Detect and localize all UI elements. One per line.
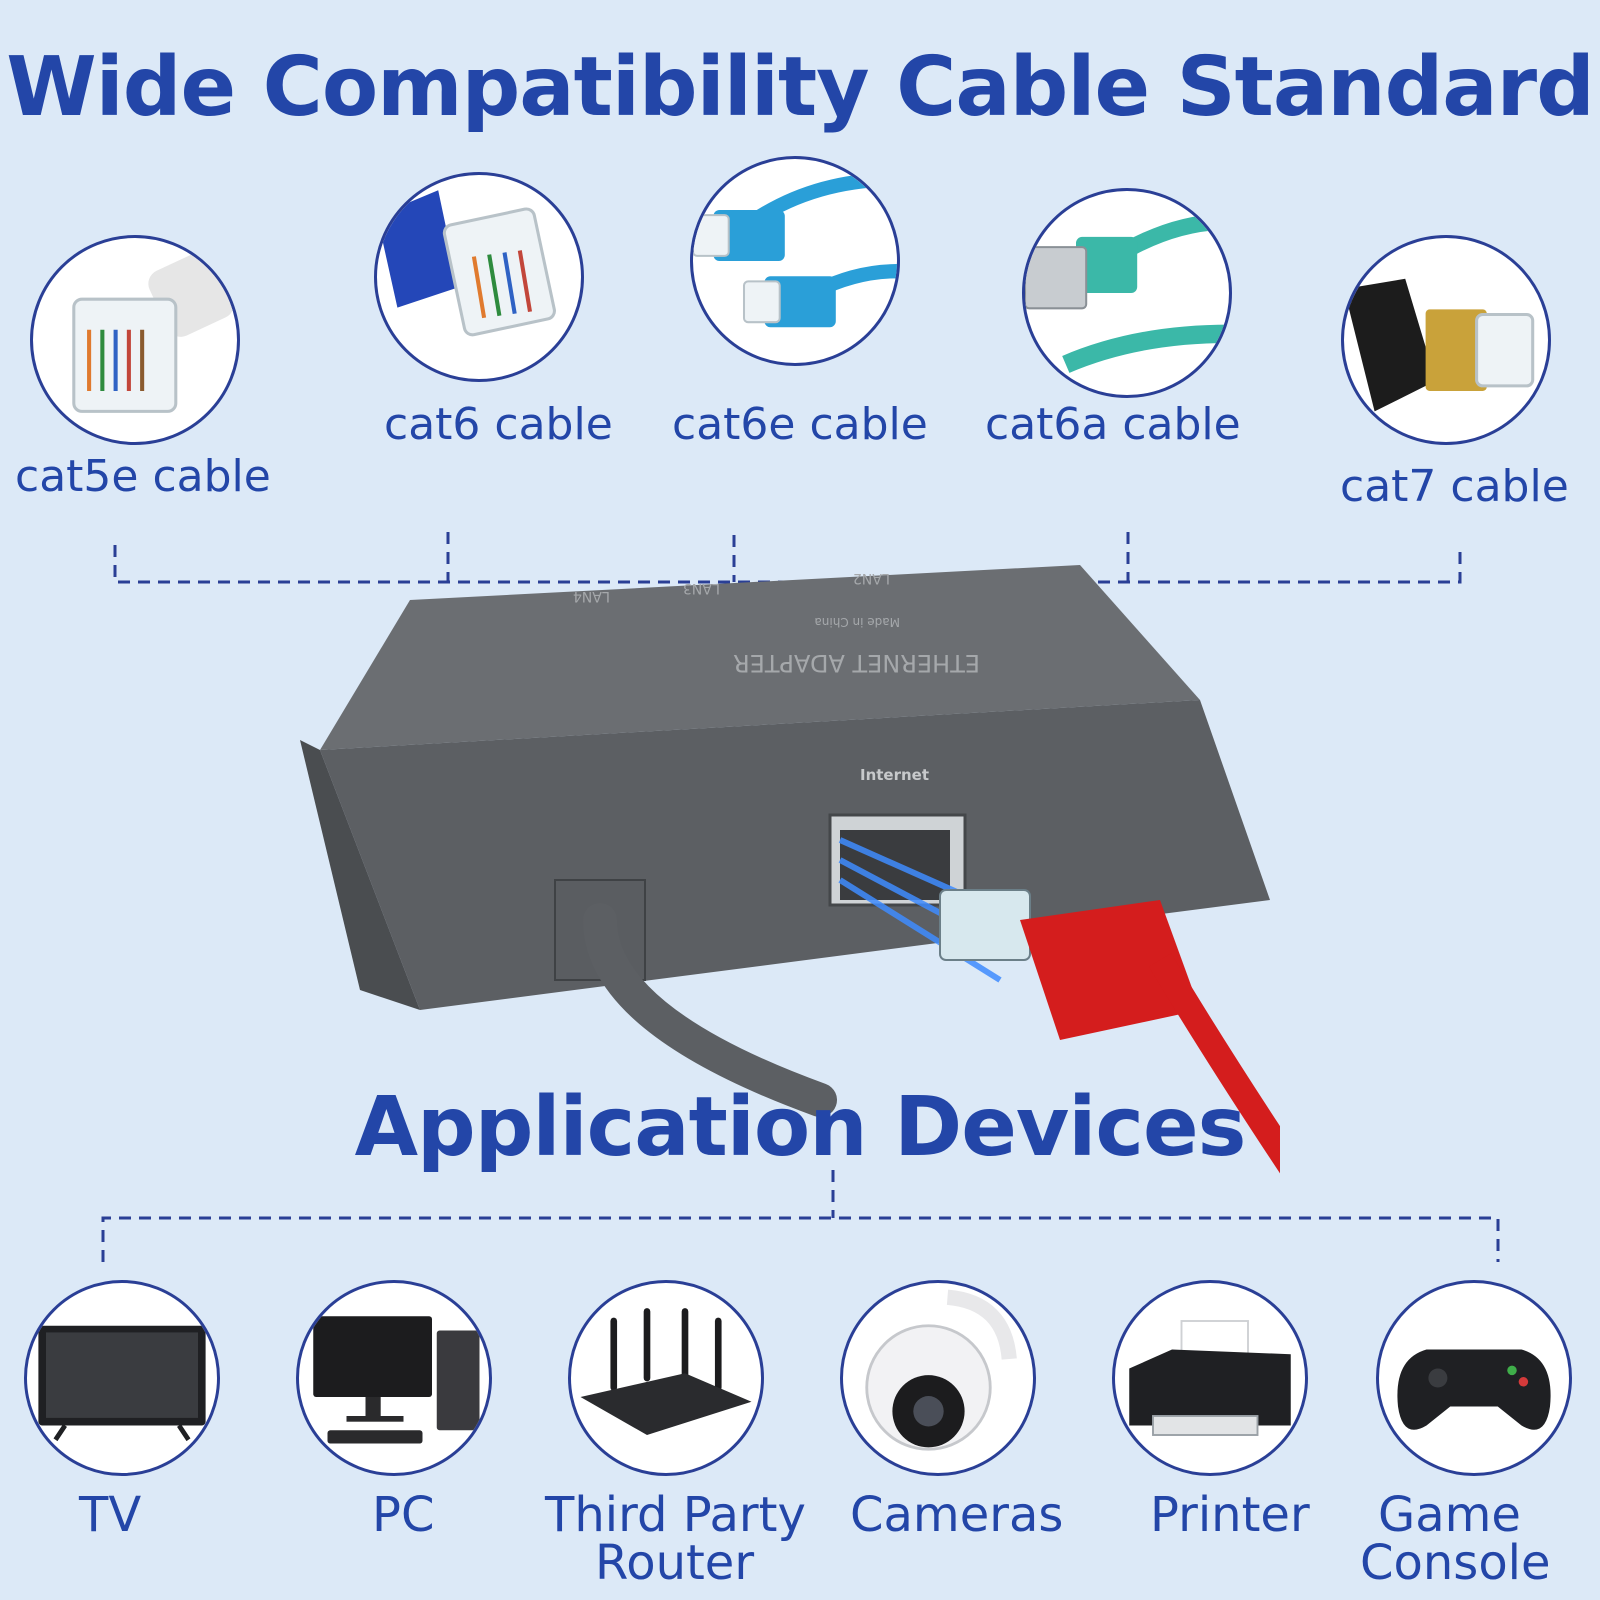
tv-icon (38, 1325, 206, 1442)
gamepad-icon (1397, 1349, 1551, 1430)
cable-circle-cat6a (1022, 188, 1232, 398)
cat6-connector-icon (377, 190, 556, 337)
device-label-game-line1: Game (1378, 1487, 1521, 1543)
device-label-router-line1: Third Party (545, 1487, 806, 1543)
device-label-printer: Printer (1150, 1487, 1310, 1543)
cat6e-connector-icon (693, 172, 897, 328)
cat5e-connector-icon (72, 251, 234, 413)
power-cable (583, 903, 837, 1117)
adapter-name: ETHERNET ADAPTER (733, 649, 980, 677)
port-label-lan3: LAN3 (683, 580, 720, 596)
ethernet-adapter-image: ETHERNET ADAPTER Made in China LAN4 LAN3… (300, 565, 1280, 1174)
device-label-camera: Cameras (850, 1487, 1064, 1543)
cable-circle-cat5e (30, 235, 240, 445)
router-icon (580, 1308, 752, 1435)
internet-port-label: Internet (860, 766, 929, 784)
adapter-made-in: Made in China (814, 615, 900, 629)
cable-label-cat7: cat7 cable (1340, 461, 1569, 512)
device-circle-camera (840, 1280, 1036, 1476)
cable-circle-cat7 (1341, 235, 1551, 445)
cable-label-cat6e: cat6e cable (672, 399, 928, 450)
device-circle-pc (296, 1280, 492, 1476)
cable-label-cat6a: cat6a cable (985, 399, 1241, 450)
cable-circle-cat6e (690, 156, 900, 366)
cat7-connector-icon (1344, 278, 1535, 412)
pc-icon (313, 1316, 480, 1444)
device-circle-tv (24, 1280, 220, 1476)
cable-label-cat6: cat6 cable (384, 399, 613, 450)
device-circle-printer (1112, 1280, 1308, 1476)
device-circle-router (568, 1280, 764, 1476)
cable-label-cat5e: cat5e cable (15, 451, 271, 502)
printer-icon (1129, 1320, 1291, 1436)
device-label-router-line2: Router (595, 1535, 755, 1591)
device-label-tv: TV (79, 1487, 142, 1543)
cat6a-connector-icon (1025, 213, 1229, 373)
cable-circle-cat6 (374, 172, 584, 382)
device-label-pc: PC (372, 1487, 435, 1543)
camera-icon (865, 1289, 1017, 1451)
device-label-game-line2: Console (1360, 1535, 1551, 1591)
device-circle-game-console (1376, 1280, 1572, 1476)
port-label-lan2: LAN2 (853, 570, 890, 586)
port-label-lan4: LAN4 (573, 588, 610, 604)
section-title-devices: Application Devices (354, 1080, 1247, 1175)
page-title: Wide Compatibility Cable Standard (6, 40, 1595, 135)
